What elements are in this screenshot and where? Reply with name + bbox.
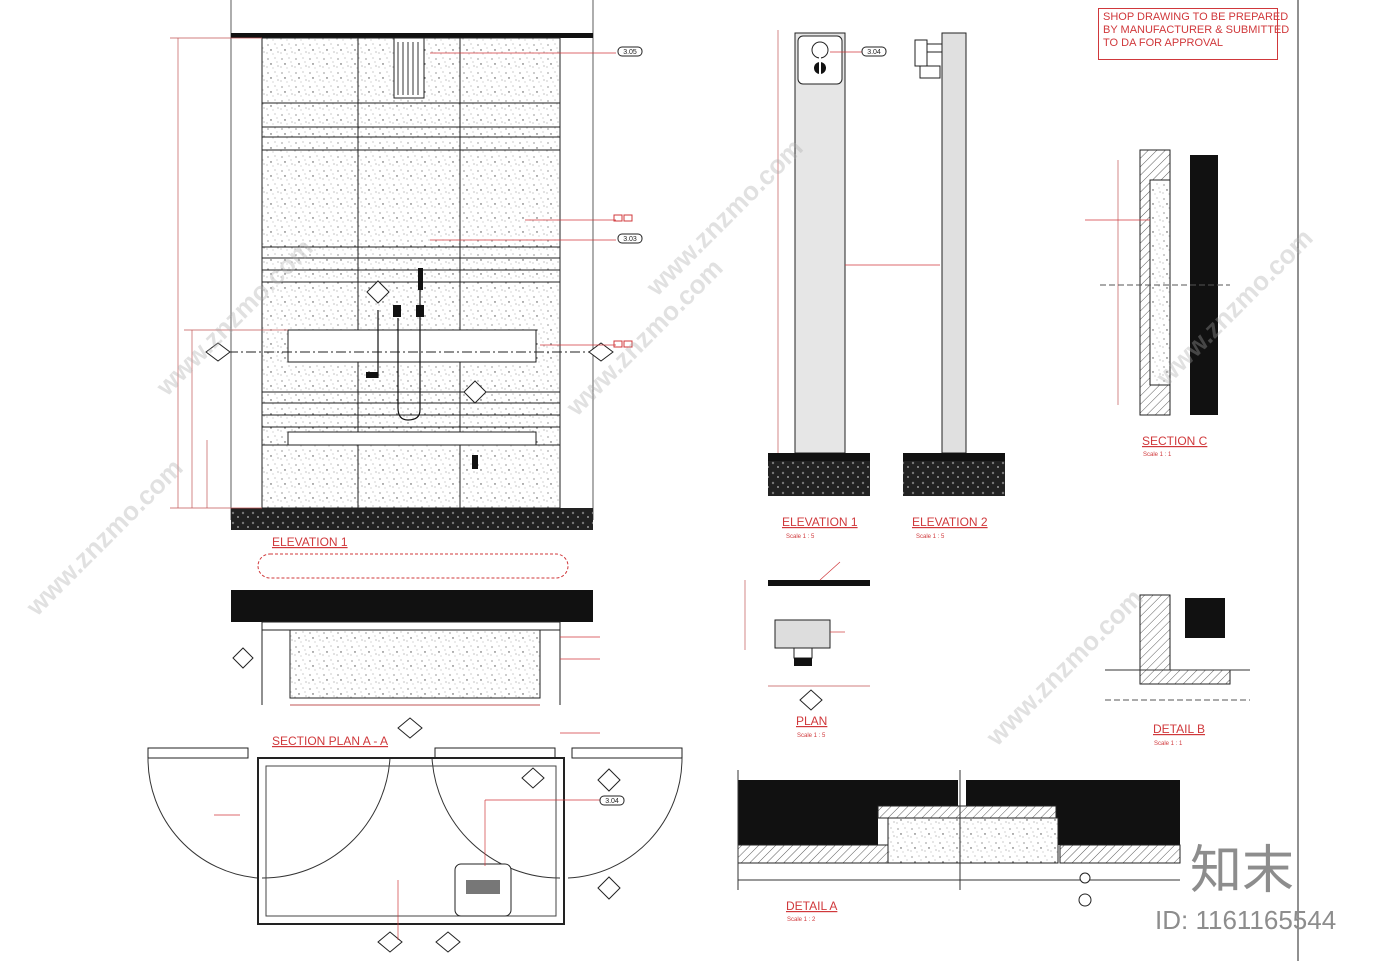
- section-plan-a-a: 3.04: [147, 553, 683, 953]
- approval-note-line: BY MANUFACTURER & SUBMITTED: [1103, 24, 1290, 36]
- tag-rain-shower: 3.05: [617, 46, 643, 57]
- title-elevation-1-main: ELEVATION 1: [272, 535, 348, 549]
- title-section-plan: SECTION PLAN A - A: [272, 734, 388, 748]
- elevation-1-main: 3.05 3.03: [170, 0, 643, 530]
- tag-hand-shower: 3.03: [617, 233, 643, 244]
- scale-section-c: Scale 1 : 1: [1143, 452, 1172, 458]
- svg-text:3.05: 3.05: [623, 49, 637, 56]
- plan-small: [744, 561, 870, 711]
- detail-a: [737, 770, 1181, 907]
- scale-elevation-1: Scale 1 : 5: [786, 534, 815, 540]
- svg-text:3.04: 3.04: [605, 798, 619, 805]
- title-detail-b: DETAIL B: [1153, 722, 1205, 736]
- scale-detail-a: Scale 1 : 2: [787, 917, 816, 923]
- scale-plan: Scale 1 : 5: [797, 733, 826, 739]
- svg-text:3.04: 3.04: [867, 49, 881, 56]
- approval-note: SHOP DRAWING TO BE PREPARED BY MANUFACTU…: [1098, 8, 1290, 60]
- title-elevation-2-small: ELEVATION 2: [912, 515, 988, 529]
- title-section-c: SECTION C: [1142, 434, 1208, 448]
- tag-plan-mixer: 3.04: [599, 795, 625, 806]
- title-detail-a: DETAIL A: [786, 899, 837, 913]
- elevation-2-small: [903, 32, 1005, 496]
- brand-logo: 知末: [1190, 841, 1295, 901]
- detail-b: [1105, 594, 1250, 701]
- title-plan: PLAN: [796, 714, 827, 728]
- section-c: [1085, 149, 1230, 416]
- approval-note-line: SHOP DRAWING TO BE PREPARED: [1103, 11, 1289, 23]
- scale-detail-b: Scale 1 : 1: [1154, 741, 1183, 747]
- image-id: ID: 1161165544: [1155, 905, 1337, 935]
- elevation-1-small: 3.04: [768, 30, 940, 496]
- tag-shower-mixer: 3.04: [861, 46, 887, 57]
- svg-text:3.03: 3.03: [623, 236, 637, 243]
- title-elevation-1-small: ELEVATION 1: [782, 515, 858, 529]
- approval-note-line: TO DA FOR APPROVAL: [1103, 37, 1224, 49]
- scale-elevation-2: Scale 1 : 5: [916, 534, 945, 540]
